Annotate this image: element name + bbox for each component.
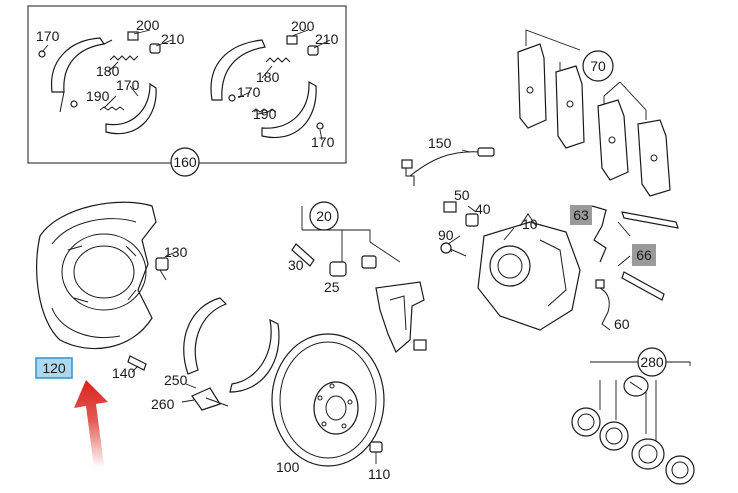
label-160: 160 — [173, 154, 197, 170]
backing-plate — [36, 201, 177, 373]
label-150: 150 — [428, 135, 452, 151]
callout-circles — [170, 50, 667, 377]
label-20: 20 — [316, 208, 332, 224]
label-130: 130 — [164, 244, 188, 260]
label-170: 170 — [116, 77, 140, 93]
badge-63[interactable] — [570, 205, 592, 225]
callout-labels: 170 200 210 180 170 190 200 210 180 170 … — [36, 17, 664, 482]
badge-66[interactable] — [632, 244, 656, 266]
caliper-repair-kit — [571, 361, 695, 485]
label-120: 120 — [42, 360, 66, 376]
label-50: 50 — [454, 187, 470, 203]
label-260: 260 — [151, 396, 175, 412]
brake-disc — [271, 333, 385, 467]
label-200: 200 — [136, 17, 160, 33]
guide-pins — [591, 205, 679, 331]
label-25: 25 — [324, 279, 340, 295]
label-280: 280 — [640, 354, 664, 370]
label-250: 250 — [164, 372, 188, 388]
label-170: 170 — [36, 28, 60, 44]
label-100: 100 — [276, 459, 300, 475]
pointer-arrow — [74, 380, 108, 468]
caliper-carrier-group — [291, 206, 427, 353]
parking-shoes-lower — [181, 297, 280, 411]
label-180: 180 — [256, 69, 280, 85]
label-60: 60 — [614, 316, 630, 332]
label-70: 70 — [590, 58, 606, 74]
label-110: 110 — [368, 466, 391, 482]
label-40: 40 — [475, 201, 491, 217]
label-200: 200 — [291, 18, 315, 34]
brake-caliper — [440, 201, 581, 331]
label-140: 140 — [112, 365, 136, 381]
label-90: 90 — [438, 227, 454, 243]
wear-sensor — [401, 147, 495, 186]
label-210: 210 — [161, 31, 185, 47]
highlight-badge-120[interactable] — [35, 357, 73, 379]
parking-brake-kit-box — [27, 5, 347, 164]
label-190: 190 — [86, 88, 110, 104]
label-210: 210 — [315, 31, 339, 47]
callout-circle-20 — [309, 201, 339, 231]
label-30: 30 — [288, 257, 304, 273]
callout-circle-70 — [582, 50, 614, 82]
label-180: 180 — [96, 63, 120, 79]
label-63: 63 — [573, 207, 589, 223]
callout-circle-280 — [637, 347, 667, 377]
brake-pads-group — [517, 29, 671, 197]
label-10: 10 — [522, 216, 538, 232]
callout-circle-160 — [170, 147, 200, 177]
label-66: 66 — [636, 247, 652, 263]
label-190: 190 — [253, 106, 277, 122]
label-170: 170 — [237, 84, 261, 100]
label-170: 170 — [311, 134, 335, 150]
